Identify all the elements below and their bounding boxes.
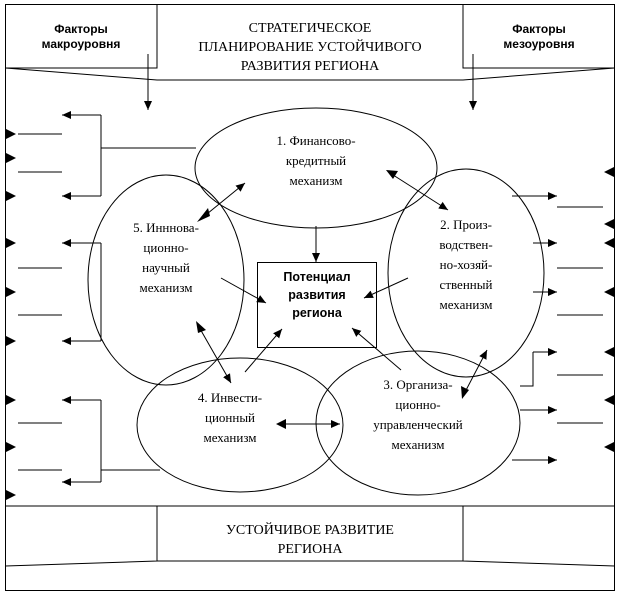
arrow-prod-org (463, 349, 488, 395)
arrow-prod-to-center (363, 277, 409, 299)
meso-factors-label: Факторы мезоуровня (503, 22, 575, 51)
left-bracket-top (62, 114, 196, 197)
arrow-inv-to-center (244, 328, 283, 373)
header-funnel (5, 67, 615, 81)
production-mechanism-label: 2. Произ- водствен- но-хозяй- ственный м… (439, 217, 493, 312)
innovation-mechanism-label: 5. Инннова- ционно- научный механизм (133, 220, 199, 295)
macro-factors-label: Факторы макроуровня (41, 22, 121, 51)
ellipse-investment (136, 357, 344, 493)
ellipse-organizational (315, 350, 521, 496)
page-title: СТРАТЕГИЧЕСКОЕ ПЛАНИРОВАНИЕ УСТОЙЧИВОГО … (198, 21, 422, 74)
footer-title: УСТОЙЧИВОЕ РАЗВИТИЕ РЕГИОНА (226, 523, 394, 557)
outer-frame (5, 4, 615, 591)
financial-mechanism-label: 1. Финансово- кредитный механизм (276, 133, 356, 188)
investment-mechanism-label: 4. Инвести- ционный механизм (197, 390, 263, 445)
ellipse-innovation (87, 174, 245, 386)
arrow-fin-prod (389, 172, 449, 211)
arrow-org-to-center (351, 327, 402, 371)
footer-box (5, 506, 615, 567)
left-bracket-mid (90, 242, 102, 342)
organizational-mechanism-label: 3. Организа- ционно- управленческий меха… (373, 377, 463, 452)
arrow-fin-innov (201, 182, 246, 219)
header-band (5, 4, 615, 69)
left-bracket-bot (100, 400, 160, 482)
arrow-innov-to-center (220, 277, 267, 304)
ellipse-production (387, 168, 545, 378)
center-box (257, 262, 377, 348)
region-potential-label: Потенциал развития региона (283, 270, 351, 320)
arrow-innov-inv (198, 326, 232, 384)
